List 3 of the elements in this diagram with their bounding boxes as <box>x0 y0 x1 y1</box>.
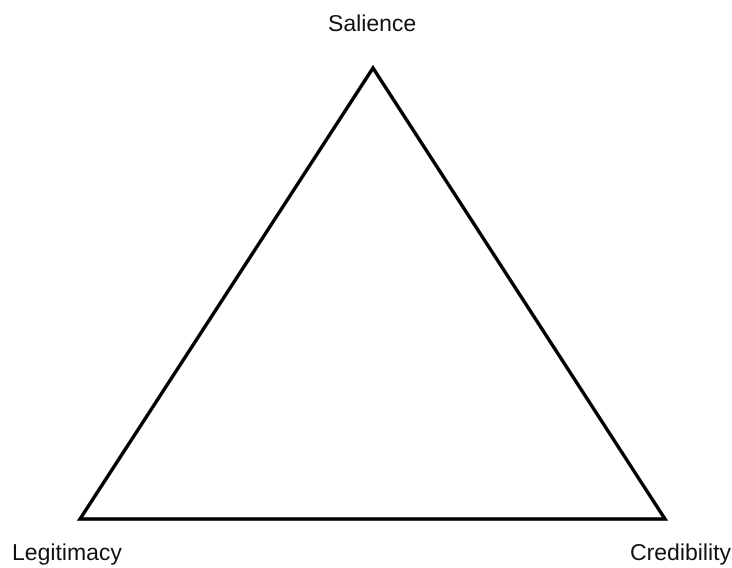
vertex-label: Salience <box>328 12 416 35</box>
vertex-label: Credibility <box>630 541 731 564</box>
vertex-label: Legitimacy <box>12 541 122 564</box>
